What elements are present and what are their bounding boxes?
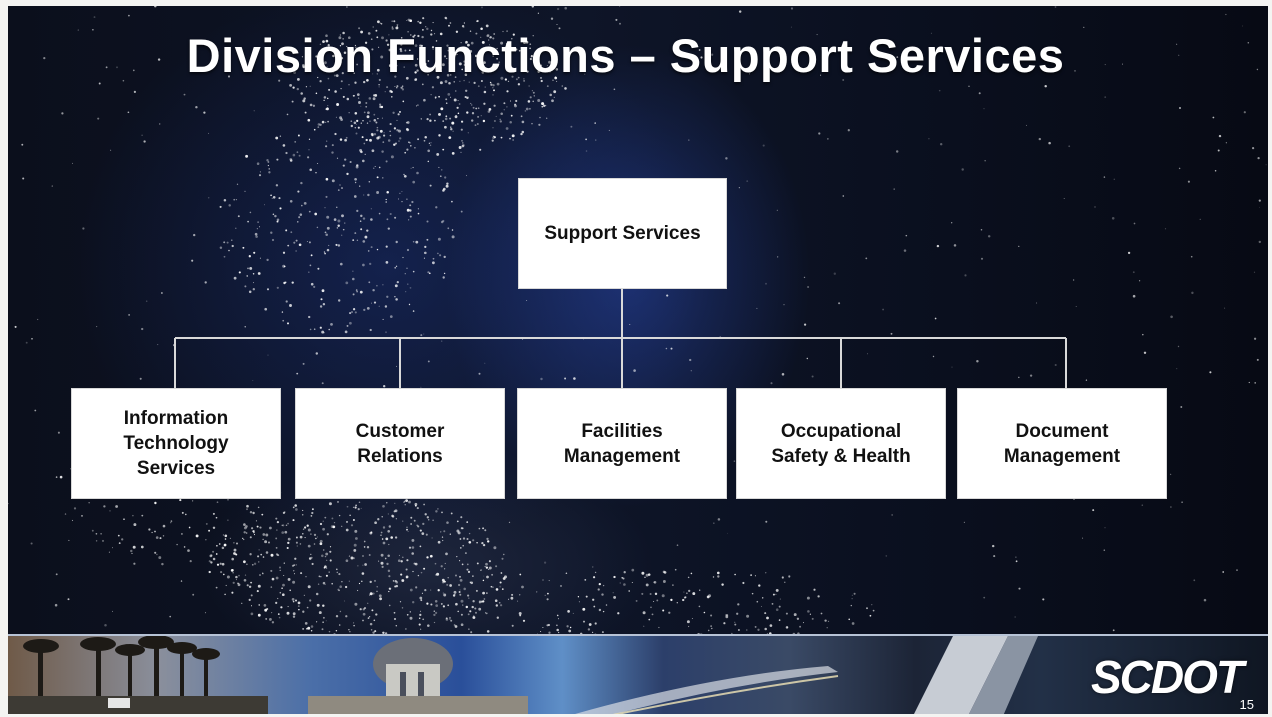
org-node-customer-relations: Customer Relations: [295, 388, 505, 499]
org-node-label: Occupational Safety & Health: [771, 420, 911, 467]
slide: Division Functions – Support Services Su…: [8, 6, 1268, 714]
org-chart-connectors: [174, 289, 1067, 388]
org-node-label: Facilities Management: [563, 420, 681, 467]
org-node-label: Document Management: [1003, 420, 1121, 467]
org-node-information-technology-services: Information Technology Services: [71, 388, 281, 499]
org-node-label: Support Services: [544, 223, 701, 244]
org-node-label: Customer Relations: [355, 420, 445, 467]
org-node-label: Information Technology Services: [123, 408, 229, 479]
scdot-logo: SCDOT: [1091, 651, 1244, 703]
slide-title: Division Functions – Support Services: [186, 29, 1065, 82]
footer-photo-banner: SCDOT 15: [8, 634, 1268, 714]
org-node-occupational-safety-health: Occupational Safety & Health: [736, 388, 946, 499]
org-node-facilities-management: Facilities Management: [517, 388, 727, 499]
footer-scenery: [8, 636, 1038, 714]
page-number: 15: [1239, 697, 1254, 712]
org-node-document-management: Document Management: [957, 388, 1167, 499]
org-node-support-services: Support Services: [518, 178, 727, 289]
